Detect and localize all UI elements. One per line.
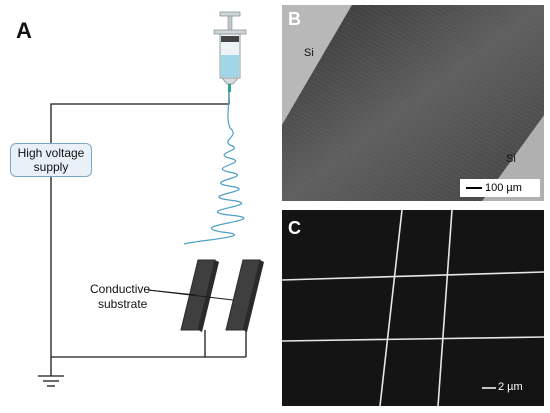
crossed-fibers bbox=[282, 210, 544, 406]
power-label-line1: High voltage bbox=[17, 146, 85, 160]
scale-bar-b-label: 100 µm bbox=[485, 182, 522, 194]
power-label-line2: supply bbox=[33, 160, 69, 174]
circuit-wires bbox=[50, 90, 247, 376]
substrate-label-line2: substrate bbox=[98, 297, 148, 311]
substrate-label-line1: Conductive bbox=[90, 282, 151, 296]
scale-bar-c-label: 2 µm bbox=[498, 381, 523, 393]
wire-needle-to-supply bbox=[50, 90, 230, 143]
panel-c-sem-image: C 2 µm bbox=[282, 210, 544, 406]
panel-a-letter: A bbox=[16, 18, 32, 43]
syringe-icon bbox=[213, 11, 247, 92]
sem-image-c bbox=[282, 210, 544, 406]
sem-image-b bbox=[282, 5, 544, 201]
substrate-pointer-lines bbox=[147, 289, 234, 301]
panel-b-letter: B bbox=[288, 9, 301, 29]
panel-b-sem-image: B Si Si 100 µm bbox=[282, 5, 544, 201]
fiber-jet bbox=[183, 91, 245, 245]
si-label-top: Si bbox=[304, 47, 314, 59]
panel-c-letter: C bbox=[288, 218, 301, 238]
panel-a-electrospinning-schematic: A bbox=[10, 11, 264, 387]
ground-icon bbox=[38, 375, 64, 387]
conductive-substrate bbox=[180, 259, 264, 332]
schematic-drawing bbox=[38, 11, 264, 387]
substrate-label: Conductive substrate bbox=[90, 282, 150, 312]
high-voltage-supply-box: High voltage supply bbox=[10, 143, 92, 177]
si-label-bottom: Si bbox=[506, 153, 516, 165]
